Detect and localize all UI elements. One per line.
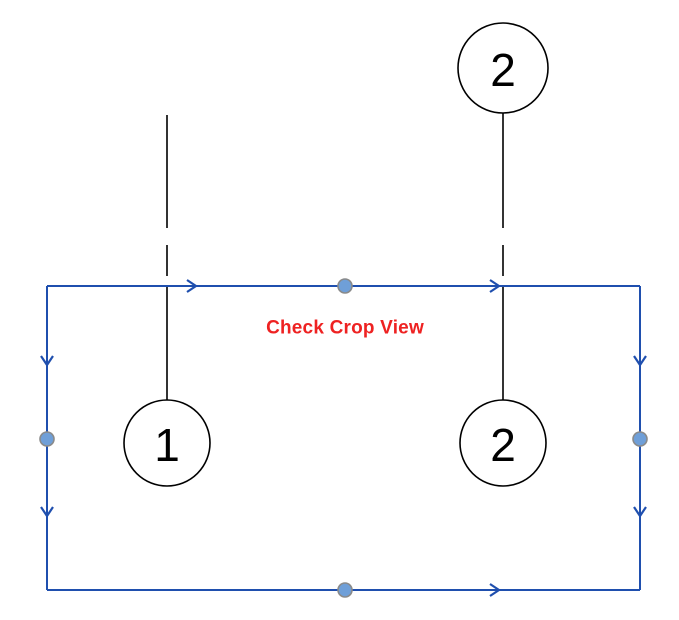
grid-bubble-2-bottom-label: 2 xyxy=(490,419,516,471)
grid-bubble-2-top-circle[interactable] xyxy=(457,22,549,114)
break-left-upper-icon[interactable] xyxy=(40,355,54,367)
grid-bubble-1-bottom[interactable]: 1 xyxy=(123,399,211,487)
break-left-lower-icon[interactable] xyxy=(40,506,54,518)
grid-lines-layer xyxy=(166,113,504,401)
crop-handle-left[interactable] xyxy=(39,431,55,447)
crop-drag-handles-layer[interactable] xyxy=(39,278,648,598)
crop-break-marks-layer xyxy=(40,279,647,597)
grid-bubble-2-bottom-circle[interactable] xyxy=(459,399,547,487)
crop-handle-bottom[interactable] xyxy=(337,582,353,598)
crop-view-annotation-text: Check Crop View xyxy=(266,318,424,339)
break-bottom-right-icon[interactable] xyxy=(489,583,501,597)
grid-bubble-2-top[interactable]: 2 xyxy=(457,22,549,114)
grid-bubble-1-bottom-circle[interactable] xyxy=(123,399,211,487)
break-right-lower-icon[interactable] xyxy=(633,506,647,518)
break-top-right-icon[interactable] xyxy=(489,279,501,293)
grid-bubbles-layer[interactable]: 2 1 2 xyxy=(123,22,549,487)
break-right-upper-icon[interactable] xyxy=(633,355,647,367)
grid-bubble-2-top-label: 2 xyxy=(490,44,516,96)
grid-bubble-2-bottom[interactable]: 2 xyxy=(459,399,547,487)
break-top-left-icon[interactable] xyxy=(186,279,198,293)
grid-bubble-1-bottom-label: 1 xyxy=(154,419,180,471)
crop-handle-right[interactable] xyxy=(632,431,648,447)
crop-handle-top[interactable] xyxy=(337,278,353,294)
